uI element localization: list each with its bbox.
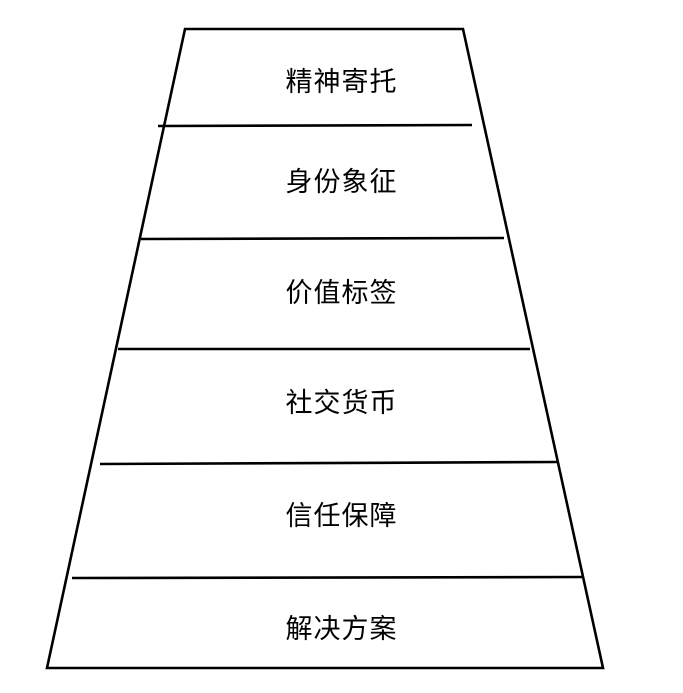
tier-label-2: 身份象征: [285, 167, 398, 198]
tier-label-6: 解决方案: [285, 614, 398, 645]
tier-label-4: 社交货币: [285, 388, 398, 419]
tier-label-1: 精神寄托: [285, 67, 398, 98]
tier-label-5: 信任保障: [285, 501, 398, 532]
tier-label-3: 价值标签: [285, 278, 398, 309]
tier-divider-2: [140, 236, 505, 241]
tier-divider-4: [99, 460, 558, 466]
tier-divider-1: [157, 123, 473, 128]
pyramid-outline: [45, 27, 605, 670]
tier-divider-5: [71, 575, 584, 580]
